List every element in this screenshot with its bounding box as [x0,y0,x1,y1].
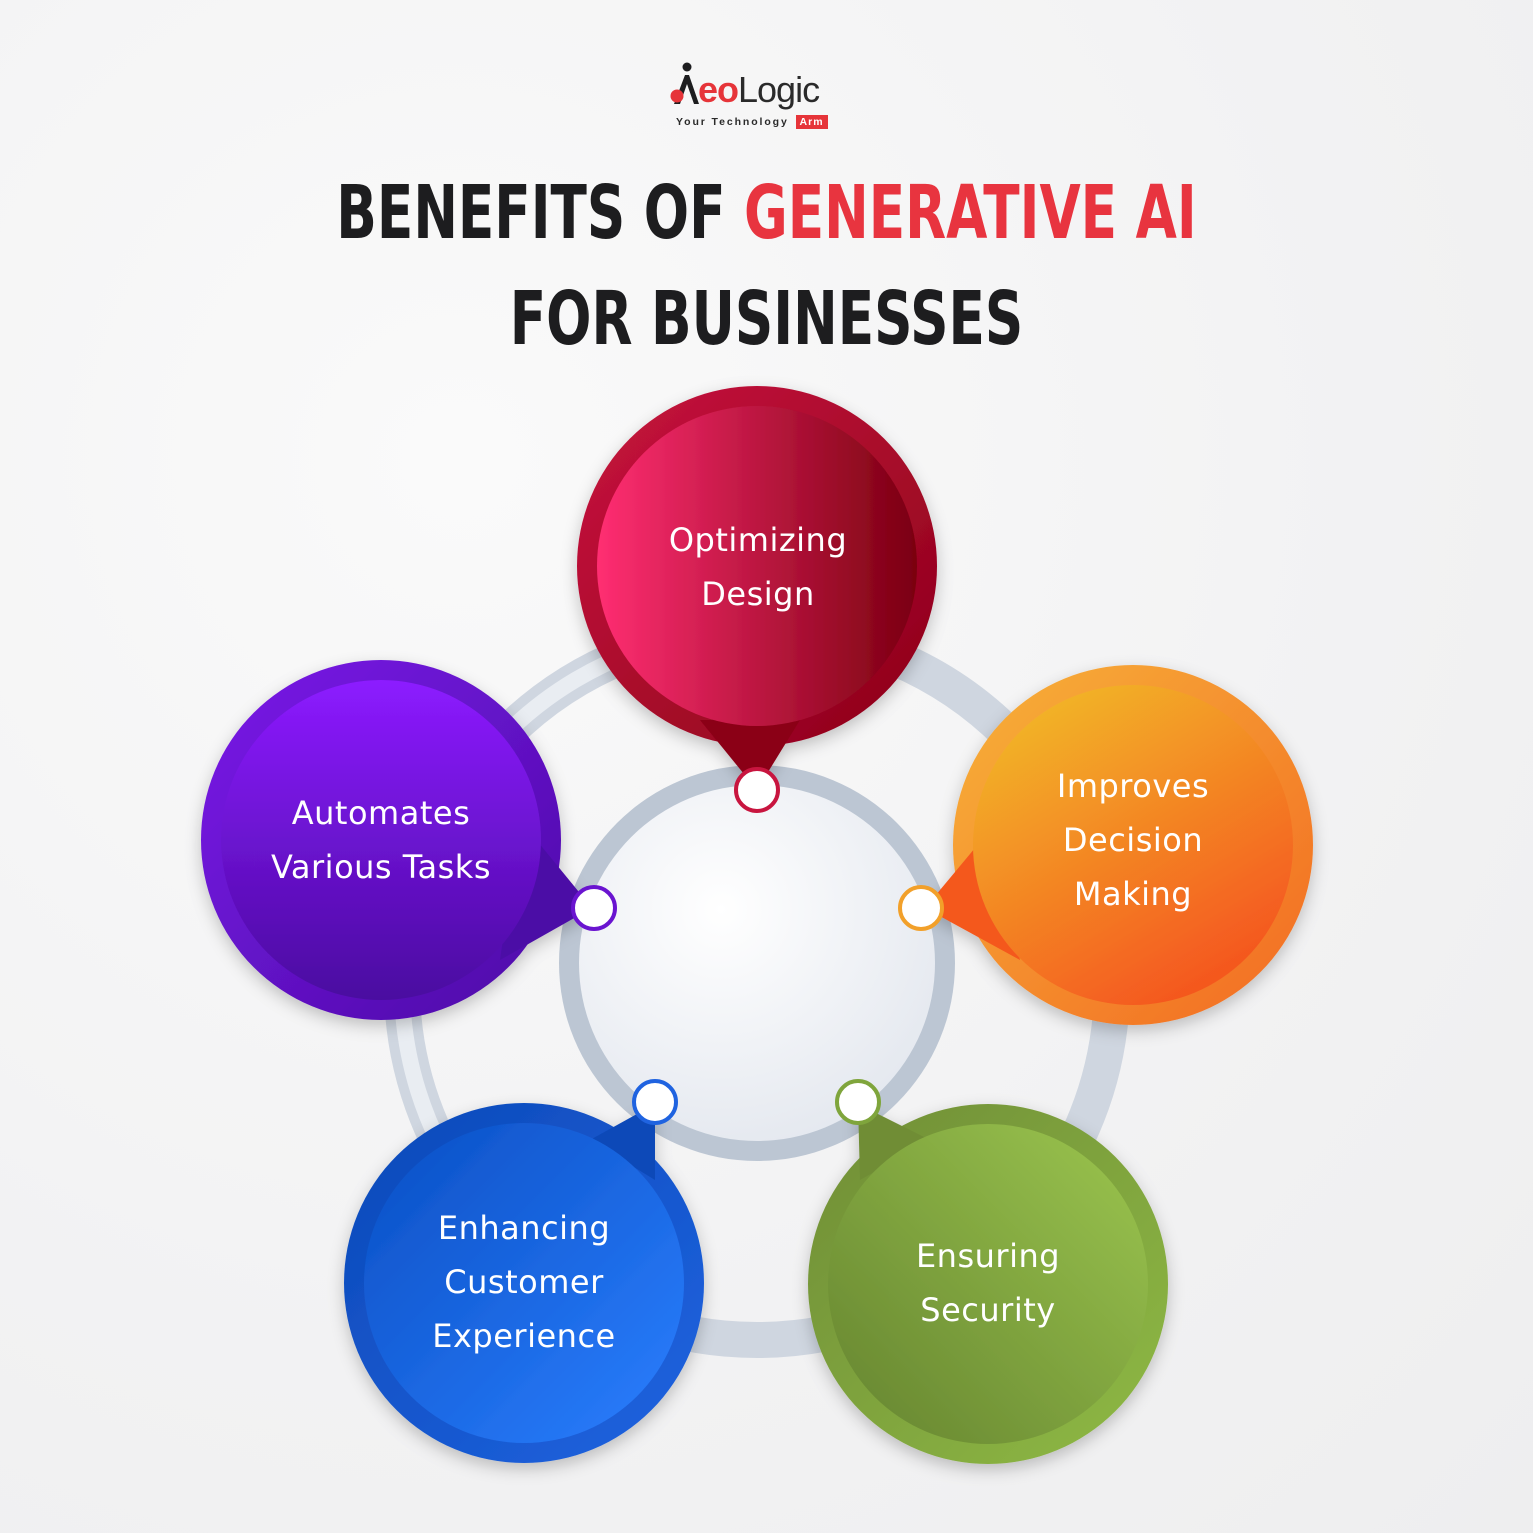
logo-tagline-badge: Arm [795,115,828,129]
benefit-label-improves-decision-making: Improves Decision Making [1056,767,1210,913]
connector-dot-optimizing [734,767,780,813]
connector-dot-ensuring [835,1079,881,1125]
page-title-line-2: for Businesses [509,276,1024,362]
logo-wordmark: eoLogic [698,69,820,110]
center-hub [579,785,935,1141]
benefit-label-automates-various-tasks: Automates Various Tasks [271,794,491,886]
benefit-bubble-ensuring-security [808,1104,1168,1464]
benefit-label-enhancing-customer-experience: Enhancing Customer Experience [432,1209,616,1355]
page-title-line-1: Benefits of Generative AI [215,160,1319,266]
page-title-part: Benefits of [336,170,745,256]
benefit-label-optimizing-design: Optimizing Design [668,521,848,613]
page-title-accent: Generative AI [744,170,1197,256]
connector-dot-enhancing [632,1079,678,1125]
benefit-bubble-automates-various-tasks [201,660,592,1020]
connector-dot-improves [898,885,944,931]
connector-dot-automates [571,885,617,931]
logo-tagline: Your Technology Arm [676,115,828,129]
benefit-bubble-improves-decision-making [925,665,1313,1025]
page-title: Benefits of Generative AI for Businesses [0,160,1533,372]
logo-wordmark-accent: eo [698,69,739,110]
logo-wordmark-rest: Logic [738,69,820,110]
benefit-label-ensuring-security: Ensuring Security [915,1237,1061,1329]
logo-a-mark-icon [670,62,699,104]
aeologic-logo: eoLogic Your Technology Arm [668,58,868,136]
benefit-bubble-enhancing-customer-experience [344,1103,704,1463]
logo-tagline-text: Your Technology [676,116,789,128]
benefit-bubble-optimizing-design [577,386,937,790]
